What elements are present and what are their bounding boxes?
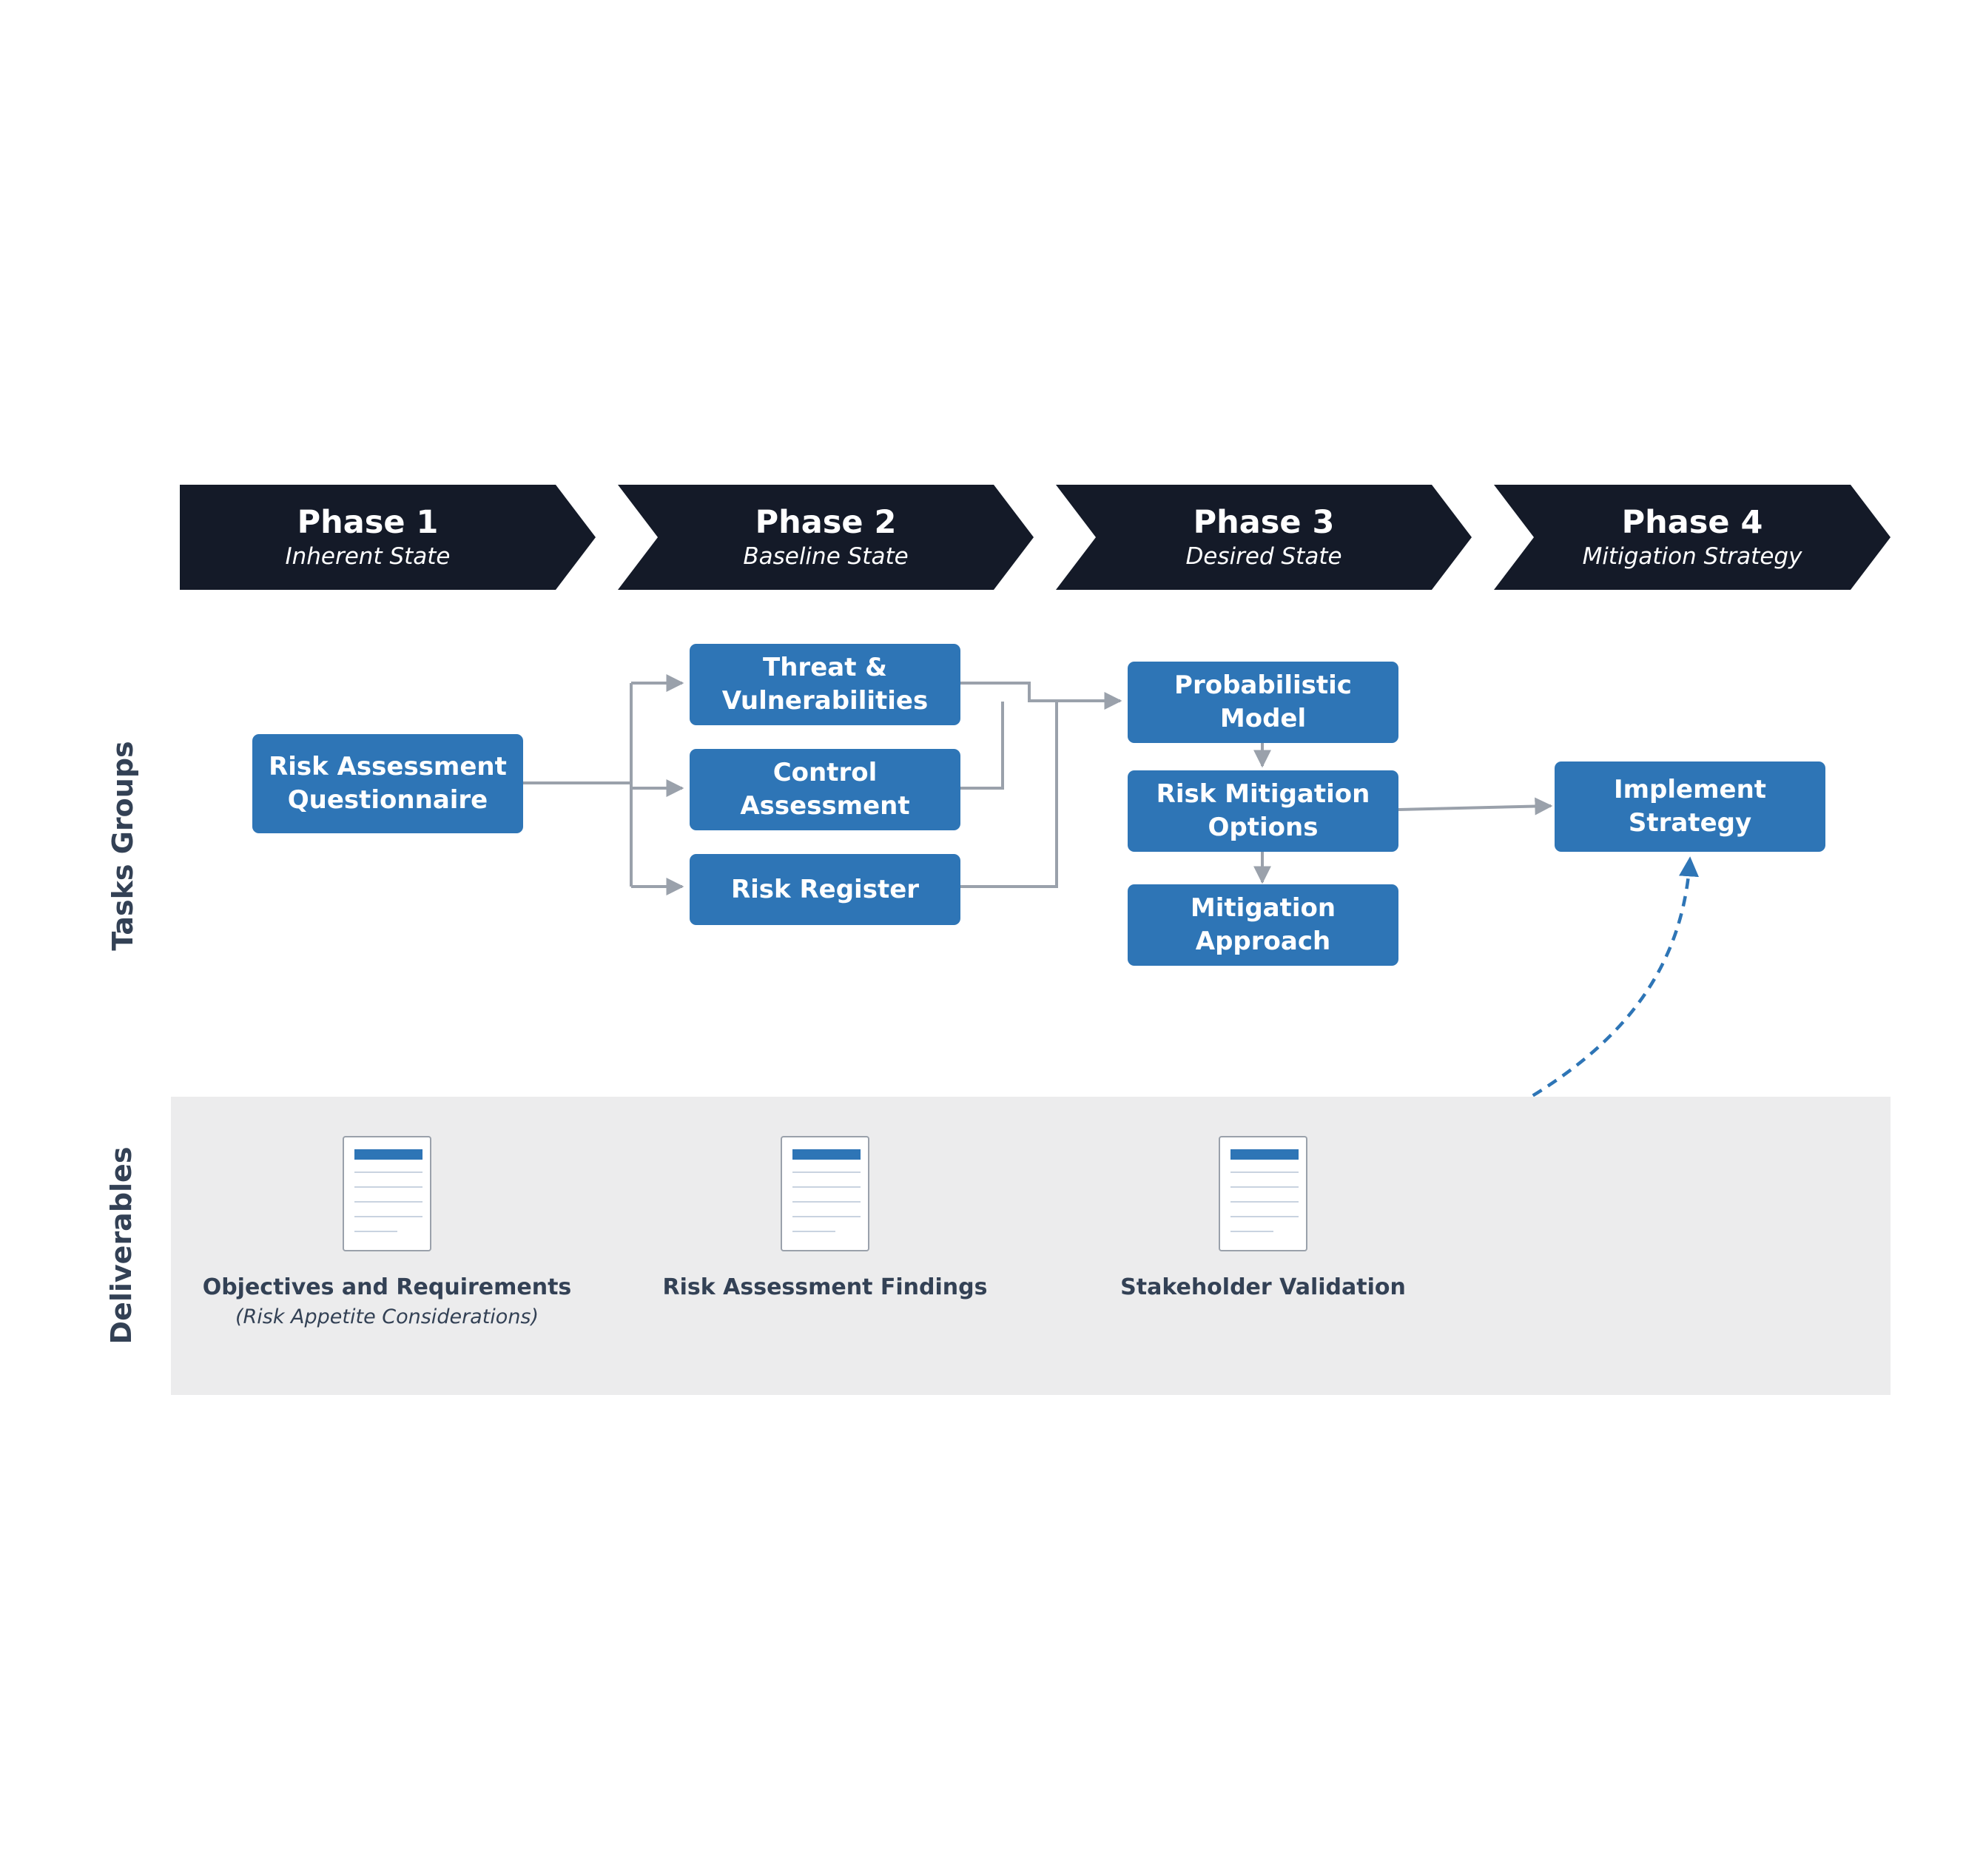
connector-threat-out: [960, 682, 1122, 710]
task-risk-assessment-questionnaire[interactable]: Risk Assessment Questionnaire: [252, 734, 523, 833]
connector-register-out: [960, 701, 1058, 888]
task-control-assessment[interactable]: Control Assessment: [690, 749, 960, 830]
document-icon: [1219, 1136, 1307, 1251]
deliverable-1-subtitle: (Risk Appetite Considerations): [235, 1305, 539, 1328]
phase-3-subtitle: Desired State: [1185, 543, 1342, 570]
deliverable-3-title: Stakeholder Validation: [1120, 1274, 1406, 1300]
deliverables-band: [171, 1097, 1891, 1395]
task-mitigation-approach[interactable]: Mitigation Approach: [1128, 884, 1398, 966]
phase-3-title: Phase 3: [1193, 504, 1335, 541]
phase-3-chevron: Phase 3 Desired State: [1056, 485, 1472, 590]
phase-1-chevron: Phase 1 Inherent State: [180, 485, 596, 590]
deliverable-1-title: Objectives and Requirements: [202, 1274, 572, 1300]
task-probabilistic-model[interactable]: Probabilistic Model: [1128, 662, 1398, 743]
phase-4-subtitle: Mitigation Strategy: [1582, 543, 1802, 570]
task-risk-register[interactable]: Risk Register: [690, 854, 960, 925]
phase-2-title: Phase 2: [755, 504, 897, 541]
phase-4-title: Phase 4: [1621, 504, 1763, 541]
phase-1-title: Phase 1: [297, 504, 439, 541]
task-risk-mitigation-options[interactable]: Risk Mitigation Options: [1128, 770, 1398, 852]
document-icon: [343, 1136, 431, 1251]
document-icon: [781, 1136, 869, 1251]
task-implement-strategy[interactable]: Implement Strategy: [1555, 762, 1825, 852]
phase-2-chevron: Phase 2 Baseline State: [618, 485, 1034, 590]
connector-control-out: [960, 702, 1004, 790]
lane-label-tasks: Tasks Groups: [107, 741, 139, 951]
phase-2-subtitle: Baseline State: [743, 543, 909, 570]
phase-4-chevron: Phase 4 Mitigation Strategy: [1494, 485, 1891, 590]
task-threat-vulnerabilities[interactable]: Threat & Vulnerabilities: [690, 644, 960, 725]
phase-1-subtitle: Inherent State: [285, 543, 451, 570]
connector-options-to-implement: [1398, 797, 1553, 816]
deliverable-2-title: Risk Assessment Findings: [662, 1274, 988, 1300]
lane-label-deliverables: Deliverables: [105, 1146, 138, 1345]
